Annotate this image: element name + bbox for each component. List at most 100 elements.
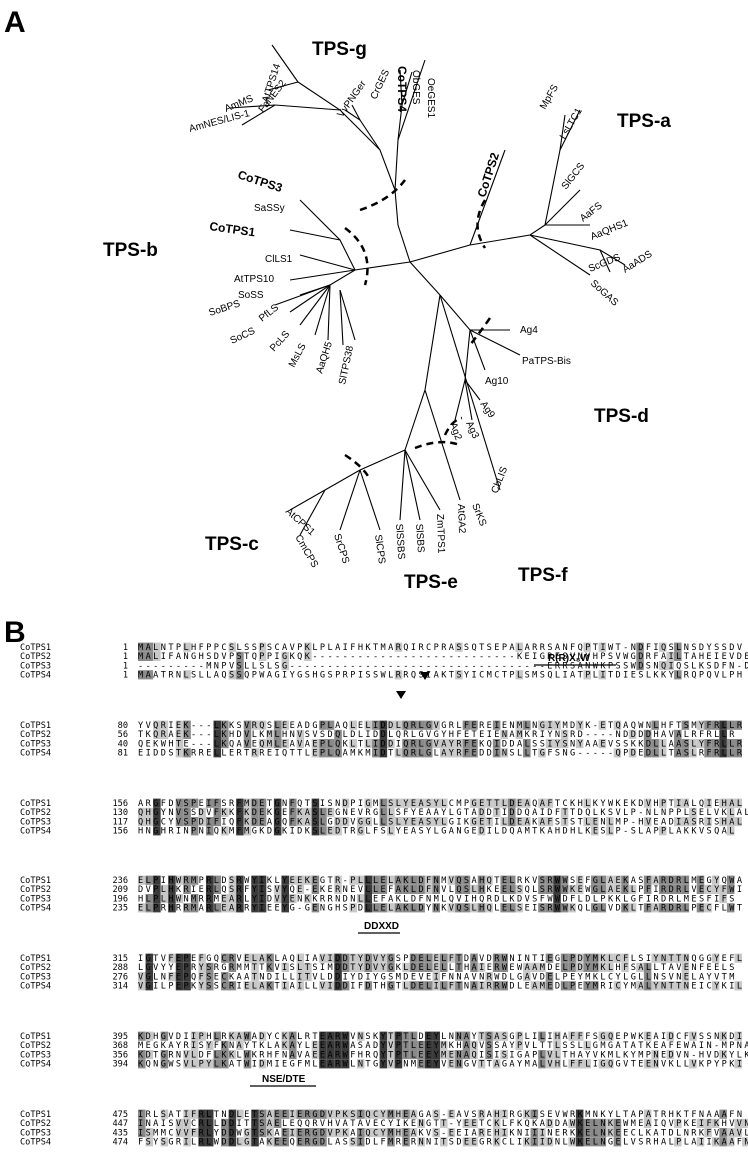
conservation-shade	[379, 1040, 388, 1050]
sequence-start: 368	[112, 1041, 128, 1051]
conservation-shade	[379, 903, 388, 913]
conservation-shade	[251, 981, 259, 991]
conservation-shade	[304, 894, 312, 904]
conservation-shade	[213, 817, 222, 827]
sequence-start: 447	[112, 1119, 128, 1129]
conservation-shade	[507, 807, 516, 817]
conservation-shade	[387, 798, 395, 808]
conservation-shade	[447, 1128, 456, 1138]
conservation-shade	[568, 962, 576, 972]
conservation-shade	[719, 894, 727, 904]
conservation-shade	[138, 642, 146, 652]
conservation-shade	[440, 1118, 448, 1128]
conservation-shade	[689, 739, 697, 749]
conservation-shade	[273, 1137, 282, 1147]
conservation-shade	[198, 981, 206, 991]
leaf-label: SoSS	[238, 290, 264, 301]
conservation-shade	[266, 981, 274, 991]
conservation-shade	[356, 1128, 365, 1138]
conservation-shade	[372, 1128, 380, 1138]
conservation-shade	[258, 894, 267, 904]
conservation-shade	[221, 981, 229, 991]
conservation-shade	[470, 962, 478, 972]
conservation-shade	[258, 651, 267, 661]
sequence-residues: HLPLHWNMRRMEARLYIDVYENKKRRNDNLLEFAKLDFNM…	[138, 894, 734, 904]
conservation-shade	[175, 817, 184, 827]
conservation-shade	[198, 1118, 206, 1128]
conservation-shade	[500, 817, 508, 827]
conservation-shade	[628, 729, 637, 739]
conservation-shade	[213, 729, 222, 739]
conservation-shade	[424, 884, 433, 894]
conservation-shade	[198, 1109, 206, 1119]
conservation-shade	[326, 1040, 335, 1050]
conservation-shade	[221, 894, 229, 904]
conservation-shade	[719, 1031, 727, 1041]
sequence-start: 235	[112, 904, 128, 914]
conservation-shade	[643, 739, 652, 749]
conservation-shade	[417, 739, 425, 749]
conservation-shade	[273, 817, 282, 827]
conservation-shade	[311, 739, 320, 749]
conservation-shade	[696, 1137, 705, 1147]
conservation-shade	[198, 1128, 206, 1138]
conservation-shade	[364, 981, 373, 991]
conservation-shade	[545, 1137, 554, 1147]
conservation-shade	[462, 748, 471, 758]
conservation-shade	[364, 1109, 373, 1119]
conservation-shade	[236, 670, 244, 680]
conservation-shade	[523, 817, 531, 827]
conservation-shade	[515, 1031, 524, 1041]
conservation-shade	[432, 903, 440, 913]
conservation-shade	[349, 962, 357, 972]
conservation-shade	[364, 903, 373, 913]
conservation-shade	[636, 981, 644, 991]
conservation-shade	[409, 720, 418, 730]
sequence-name: CoTPS2	[20, 808, 51, 818]
motif-marker	[396, 691, 406, 699]
conservation-shade	[356, 1059, 365, 1069]
conservation-shade	[417, 798, 425, 808]
conservation-shade	[417, 748, 425, 758]
conservation-shade	[205, 1118, 214, 1128]
conservation-shade	[356, 962, 365, 972]
conservation-shade	[334, 1059, 342, 1069]
sequence-start: 1	[123, 643, 128, 653]
conservation-shade	[311, 884, 320, 894]
conservation-shade	[251, 720, 259, 730]
conservation-shade	[183, 875, 191, 885]
conservation-shade	[326, 748, 335, 758]
conservation-shade	[470, 748, 478, 758]
leaf-label: OeGES1	[425, 78, 436, 118]
conservation-shade	[175, 729, 184, 739]
conservation-shade	[598, 1118, 607, 1128]
conservation-shade	[674, 1137, 682, 1147]
conservation-shade	[334, 1031, 342, 1041]
conservation-shade	[175, 875, 184, 885]
conservation-shade	[417, 817, 425, 827]
conservation-shade	[447, 875, 456, 885]
conservation-shade	[523, 798, 531, 808]
conservation-shade	[636, 661, 644, 671]
conservation-shade	[658, 903, 667, 913]
conservation-shade	[205, 962, 214, 972]
conservation-shade	[409, 817, 418, 827]
conservation-shade	[515, 729, 524, 739]
conservation-shade	[251, 972, 259, 982]
conservation-shade	[455, 903, 463, 913]
conservation-shade	[258, 953, 267, 963]
conservation-shade	[515, 1040, 524, 1050]
conservation-shade	[545, 981, 554, 991]
conservation-shade	[364, 720, 373, 730]
conservation-shade	[643, 1031, 652, 1041]
conservation-shade	[168, 953, 176, 963]
conservation-shade	[145, 642, 154, 652]
conservation-shade	[515, 642, 524, 652]
conservation-shade	[394, 884, 403, 894]
leaf-label: AaQHS1	[589, 218, 630, 243]
sequence-start: 315	[112, 954, 128, 964]
conservation-shade	[213, 1031, 222, 1041]
conservation-shade	[175, 1118, 184, 1128]
conservation-shade	[349, 720, 357, 730]
conservation-shade	[636, 962, 644, 972]
